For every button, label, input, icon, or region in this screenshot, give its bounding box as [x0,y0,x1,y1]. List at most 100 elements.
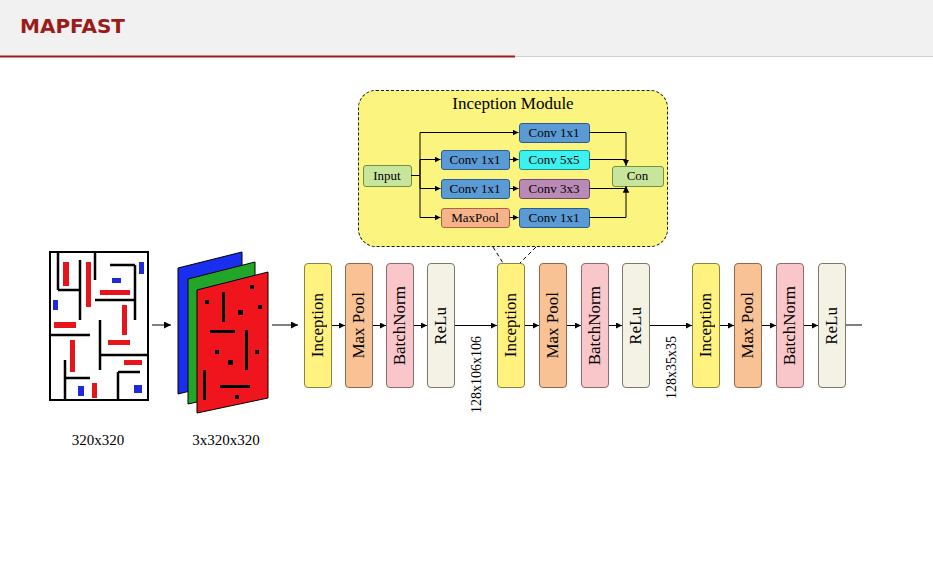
maze-blue-mark [139,262,144,274]
node-label: Max Pool [738,292,758,359]
red-channel [197,272,268,413]
maxpool-layer: Max Pool [539,263,567,388]
maze-blue-mark [53,300,58,310]
node-label: Con [627,168,649,184]
maze-wall [110,264,135,267]
speckle [215,350,219,354]
node-label: Max Pool [349,292,369,359]
inception-module-panel: Inception ModuleInputConv 1x1Conv 1x1Con… [358,90,668,247]
node-label: ReLu [431,307,451,345]
node-label: ReLu [626,307,646,345]
maze-red-mark [70,340,75,372]
node-label: BatchNorm [390,286,410,365]
maze-red-marks [54,262,142,398]
arrow-connector [525,325,539,326]
node-label: ReLu [822,307,842,345]
arrow-connector [762,325,776,326]
flow-line [845,325,862,326]
maze-wall [117,372,120,400]
maze-frame [50,252,148,400]
relu-layer: ReLu [622,263,650,388]
arrow-connector [455,325,497,326]
conv-box: Conv 1x1 [519,208,590,228]
arrow-connector [414,325,427,326]
inception-layer: Inception [304,263,332,388]
maze-wall [134,265,137,320]
maze-wall [64,360,67,400]
dimension-label: 320x320 [38,432,158,449]
inception-layer: Inception [497,263,525,388]
header-bar: MAPFAST [0,0,933,56]
zoom-leader [520,247,536,263]
maze-red-mark [124,360,142,365]
speckle [228,360,233,365]
speckle [205,300,209,304]
flow-arrow [272,325,298,326]
maze-wall [100,354,148,357]
maze-image [50,252,148,400]
maze-wall [99,320,102,370]
conv-box: Conv 3x3 [519,179,590,199]
panel-heading: Inception Module [359,94,667,114]
speckle [203,370,206,400]
arrow-connector [804,325,818,326]
speckle [255,350,259,354]
node-label: Inception [501,293,521,357]
maxpool-box: MaxPool [441,208,510,228]
maze-red-mark [122,305,127,335]
dimension-label: 3x320x320 [166,432,286,449]
maze-walls [50,252,148,400]
maze-red-mark [92,383,97,398]
inception-layer: Inception [692,263,720,388]
node-label: Conv 3x3 [529,181,580,197]
conv-box: Conv 5x5 [519,150,590,170]
conv-box: Conv 1x1 [441,179,510,199]
arrow-connector [567,325,581,326]
speckle [210,330,235,333]
speckle [245,330,248,370]
relu-layer: ReLu [818,263,846,388]
maze-wall [118,371,140,374]
node-label: Conv 1x1 [529,210,580,226]
node-label: Inception [696,293,716,357]
relu-layer: ReLu [427,263,455,388]
maze-wall [57,252,60,290]
tensor-shape-label: 128x106x106 [469,336,485,413]
maxpool-layer: Max Pool [345,263,373,388]
node-label: Inception [308,293,328,357]
page-title: MAPFAST [20,14,125,38]
maze-red-mark [86,262,91,307]
speckle [235,395,239,399]
node-label: MaxPool [451,210,499,226]
node-label: Conv 1x1 [450,181,501,197]
speckle [258,305,262,309]
maze-wall [94,252,97,280]
node-label: BatchNorm [780,286,800,365]
node-label: Conv 5x5 [529,152,580,168]
batchnorm-layer: BatchNorm [581,263,609,388]
maze-blue-mark [78,386,84,396]
tensor-shape-label: 128x35x35 [664,336,680,399]
maze-red-mark [108,340,130,345]
maze-red-mark [63,262,69,286]
maze-wall [79,260,82,320]
maze-blue-marks [53,262,144,396]
maze-blue-mark [134,385,142,393]
maze-blue-mark [112,278,121,283]
speckle [222,292,225,322]
speckle [220,385,250,388]
io-box: Input [363,165,412,187]
maze-red-mark [100,290,130,295]
header-rule [515,56,933,57]
conv-box: Conv 1x1 [441,150,510,170]
title-slot: MAPFAST [20,14,125,38]
node-label: Max Pool [543,292,563,359]
red-channel-speckles [203,285,262,400]
arrow-connector [373,325,386,326]
node-label: Conv 1x1 [529,125,580,141]
maze-red-mark [54,322,76,328]
header-rule [0,56,515,58]
node-label: Conv 1x1 [450,152,501,168]
maxpool-layer: Max Pool [734,263,762,388]
